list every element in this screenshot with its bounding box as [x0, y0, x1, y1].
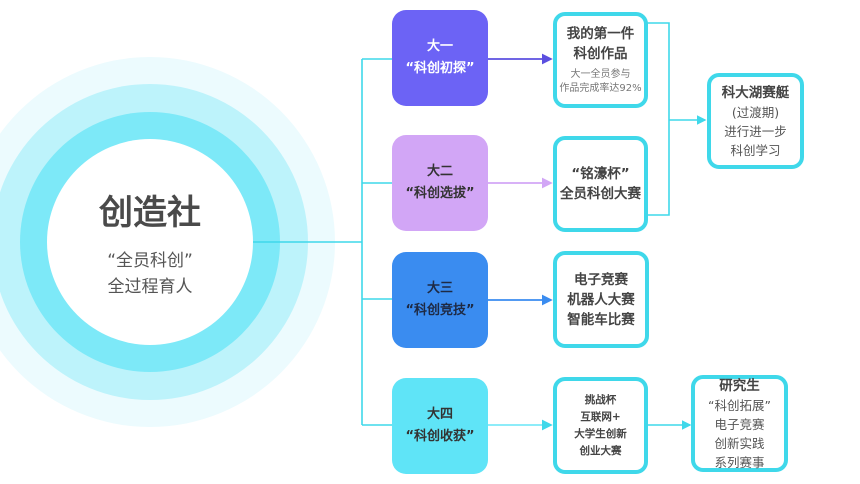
box-line: 创业大赛	[579, 444, 622, 457]
box-line: 智能车比赛	[567, 311, 635, 328]
box-line: 电子竞赛	[714, 416, 765, 432]
center-line1: “全员科创”	[107, 250, 193, 271]
stage-year1: 大一 “科创初探”	[392, 10, 488, 106]
bracket-line	[647, 22, 705, 216]
stage-name: “科创竞技”	[405, 303, 475, 318]
box-title: 科创作品	[573, 46, 628, 62]
box-title: 全员科创大赛	[560, 186, 641, 202]
stage-year: 大一	[426, 39, 453, 54]
box-line: 电子竞赛	[574, 271, 628, 288]
box-line: 挑战杯	[584, 393, 617, 406]
competitions-box: 电子竞赛 机器人大赛 智能车比赛	[553, 251, 649, 348]
stage-year: 大二	[426, 164, 453, 179]
graduate-box: 研究生 “科创拓展” 电子竞赛 创新实践 系列赛事	[691, 375, 788, 472]
box-line: 科创学习	[730, 142, 781, 158]
stage-year4: 大四 “科创收获”	[392, 378, 488, 474]
box-line: (过渡期)	[731, 104, 780, 120]
trunk-line	[253, 58, 392, 426]
box-line: 互联网+	[580, 410, 621, 423]
box-title: 研究生	[719, 377, 760, 394]
challenge-cup-box: 挑战杯 互联网+ 大学生创新 创业大赛	[553, 377, 648, 474]
stage-name: “科创选拔”	[405, 186, 475, 201]
box-title: 科大湖赛艇	[721, 84, 790, 101]
box-line: 机器人大赛	[567, 291, 635, 308]
center-circle: 创造社 “全员科创” 全过程育人	[47, 139, 253, 345]
stage-year: 大三	[426, 281, 453, 296]
stage-name: “科创初探”	[405, 61, 475, 76]
box-note: 作品完成率达92%	[559, 83, 642, 94]
kedahu-box: 科大湖赛艇 (过渡期) 进行进一步 科创学习	[707, 73, 804, 169]
box-line: 系列赛事	[714, 454, 765, 470]
box-title: 我的第一件	[566, 26, 635, 42]
stage-name: “科创收获”	[405, 429, 475, 444]
stage-year: 大四	[426, 407, 453, 422]
box-line: “科创拓展”	[708, 397, 771, 413]
stage-year2: 大二 “科创选拔”	[392, 135, 488, 231]
first-work-box: 我的第一件 科创作品 大一全员参与 作品完成率达92%	[553, 12, 648, 108]
center-line2: 全过程育人	[107, 276, 193, 297]
mingyu-cup-box: “铭濠杯” 全员科创大赛	[553, 136, 648, 232]
center-title: 创造社	[99, 192, 201, 233]
box-line: 大学生创新	[574, 427, 627, 440]
box-note: 大一全员参与	[570, 69, 631, 80]
box-line: 进行进一步	[724, 123, 787, 139]
box-title: “铭濠杯”	[571, 166, 630, 182]
box-line: 创新实践	[714, 435, 765, 451]
stage-year3: 大三 “科创竞技”	[392, 252, 488, 348]
